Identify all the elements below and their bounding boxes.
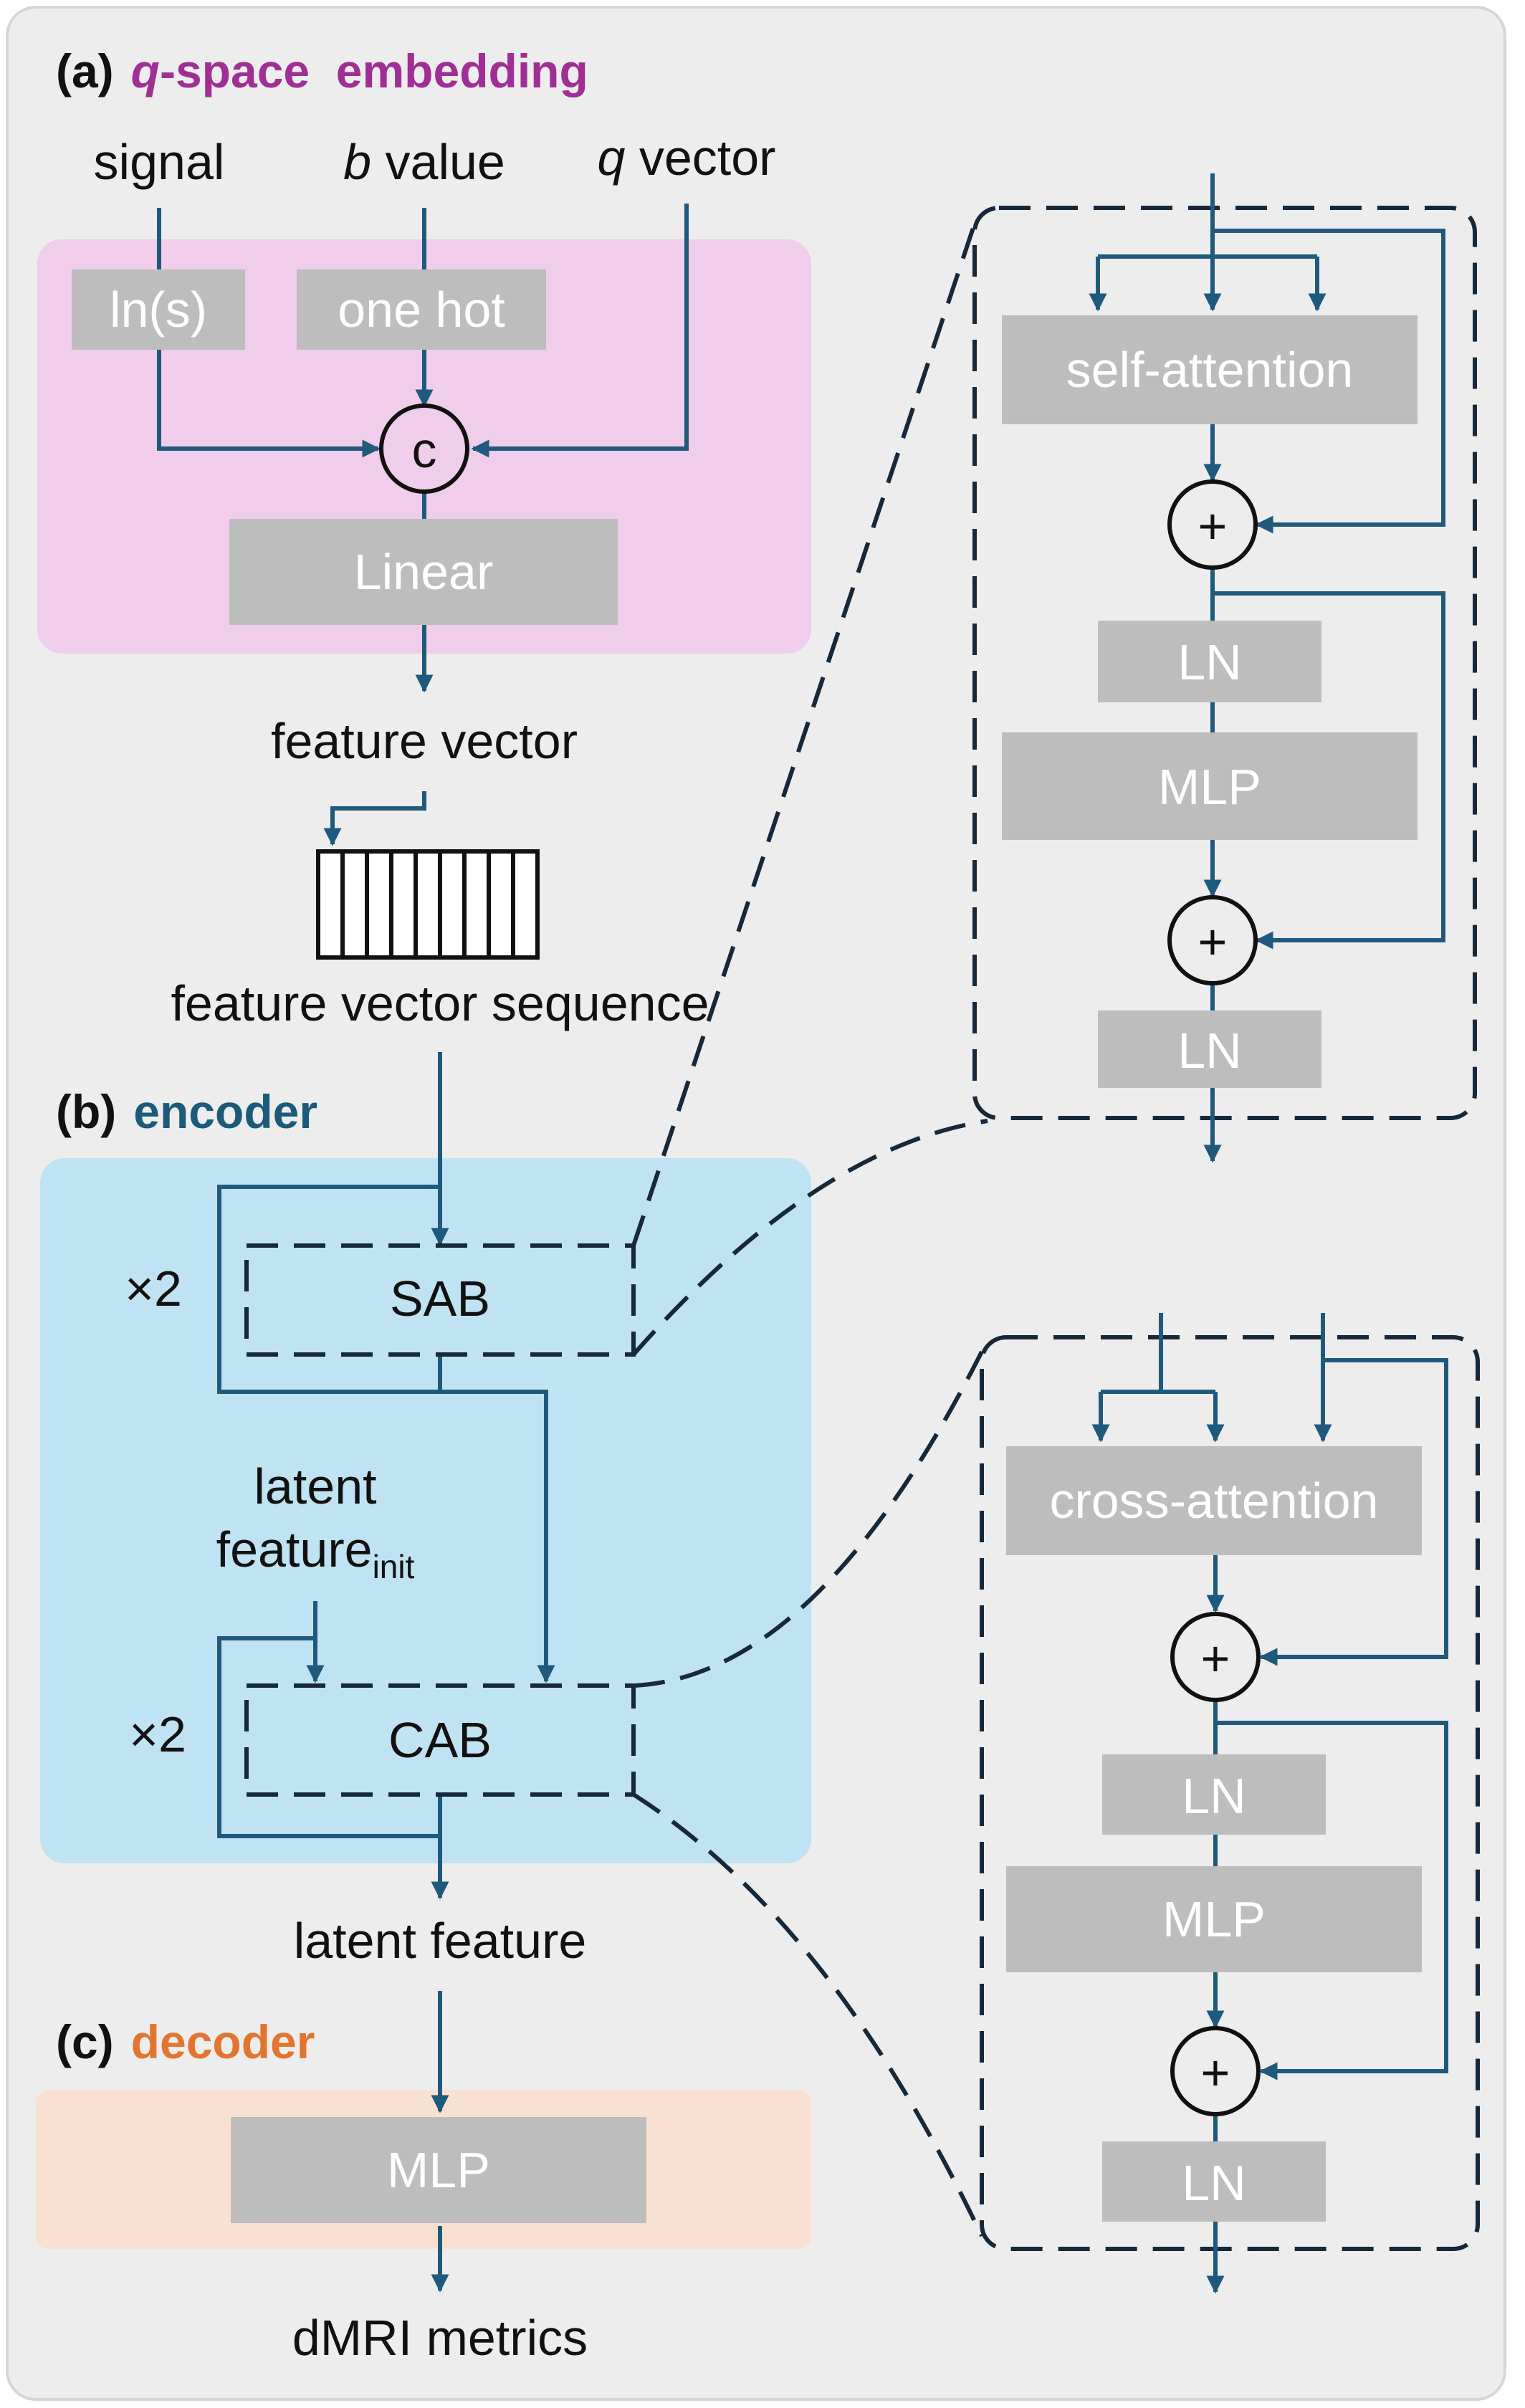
latent-init-line1: latent xyxy=(254,1458,376,1514)
cab-ln-box-1 xyxy=(1102,1754,1326,1835)
cab-add-symbol-2: + xyxy=(1201,2045,1230,2101)
linear-box xyxy=(229,519,618,625)
cab-ln-box-2 xyxy=(1102,2141,1326,2222)
svg-text:(c)decoder: (c) decoder xyxy=(56,2015,315,2068)
sab-mlp-label: MLP xyxy=(1158,759,1261,815)
cab-ln-label-2: LN xyxy=(1182,2155,1246,2211)
section-a-tag: (a) xyxy=(56,44,114,97)
cab-detail: cross-attention + LN MLP + LN xyxy=(980,1313,1480,2294)
section-a-title: -space embedding xyxy=(160,44,588,97)
section-a-qspace-embedding: (a) q-space embedding signal b value q ve… xyxy=(37,44,811,1031)
section-b-tag: (b) xyxy=(56,1085,116,1138)
sab-detail: self-attention + LN MLP + LN xyxy=(972,173,1477,1163)
sab-ln-label-1: LN xyxy=(1177,634,1241,690)
section-c-tag: (c) xyxy=(56,2015,114,2068)
cab-add-symbol-1: + xyxy=(1201,1630,1230,1686)
sab-ln-box-1 xyxy=(1098,621,1321,702)
input-signal-label: signal xyxy=(94,134,225,190)
sab-repeat-label: ×2 xyxy=(125,1261,182,1317)
feature-sequence-icon xyxy=(316,849,540,960)
ln-box xyxy=(72,269,245,350)
self-attention-label: self-attention xyxy=(1066,342,1354,398)
zoom-connectors xyxy=(631,223,988,2237)
sab-add-symbol-1: + xyxy=(1198,498,1228,554)
dmri-metrics-label: dMRI metrics xyxy=(292,2310,588,2366)
cross-attention-label: cross-attention xyxy=(1049,1473,1378,1529)
section-b-title: encoder xyxy=(133,1085,317,1138)
cross-attention-box xyxy=(1006,1446,1422,1555)
cab-block xyxy=(244,1683,636,1797)
section-c-title: decoder xyxy=(131,2015,315,2068)
section-c-decoder: (c) decoder MLP dMRI metrics xyxy=(36,1991,811,2366)
input-b-value-label: b value xyxy=(343,134,505,190)
input-q-vector-label: q vector xyxy=(597,130,775,186)
feature-vector-label: feature vector xyxy=(271,713,578,769)
sab-label: SAB xyxy=(390,1271,490,1327)
concat-symbol: c xyxy=(412,422,437,478)
cab-mlp-label: MLP xyxy=(1162,1891,1266,1947)
cab-mlp-box xyxy=(1006,1866,1422,1972)
section-a-title-q: q xyxy=(131,44,160,97)
cab-add-node-1 xyxy=(1170,1612,1261,1702)
section-b-encoder: (b)encoder ×2 SAB latent featureinit ×2 … xyxy=(40,1052,811,1969)
decoder-mlp-label: MLP xyxy=(387,2142,490,2198)
ln-box-label: ln(s) xyxy=(110,282,207,338)
cab-label: CAB xyxy=(388,1712,492,1768)
sab-ln-box-2 xyxy=(1098,1010,1321,1088)
latent-init-line2: featureinit xyxy=(216,1521,415,1585)
sab-add-node-1 xyxy=(1167,479,1258,570)
sab-add-symbol-2: + xyxy=(1198,914,1228,970)
self-attention-box xyxy=(1002,315,1418,424)
sab-block xyxy=(244,1243,636,1357)
sab-mlp-box xyxy=(1002,732,1418,840)
linear-box-label: Linear xyxy=(354,544,494,600)
svg-text:(a)q-space embedding: (a) q-space embedding xyxy=(56,44,588,97)
cab-add-node-2 xyxy=(1170,2026,1261,2116)
feature-sequence-label: feature vector sequence xyxy=(171,975,709,1031)
decoder-mlp-box xyxy=(231,2117,646,2223)
cab-ln-label-1: LN xyxy=(1182,1768,1246,1824)
one-hot-box xyxy=(297,269,546,350)
cab-detail-frame xyxy=(980,1335,1480,2251)
sab-ln-label-2: LN xyxy=(1177,1023,1241,1079)
cab-repeat-label: ×2 xyxy=(129,1706,186,1762)
sab-add-node-2 xyxy=(1167,895,1258,985)
one-hot-box-label: one hot xyxy=(338,282,505,338)
sab-detail-frame xyxy=(972,206,1477,1120)
svg-text:(b)encoder: (b) encoder xyxy=(56,1085,317,1138)
latent-feature-label: latent feature xyxy=(294,1913,587,1969)
concat-node xyxy=(379,403,469,494)
